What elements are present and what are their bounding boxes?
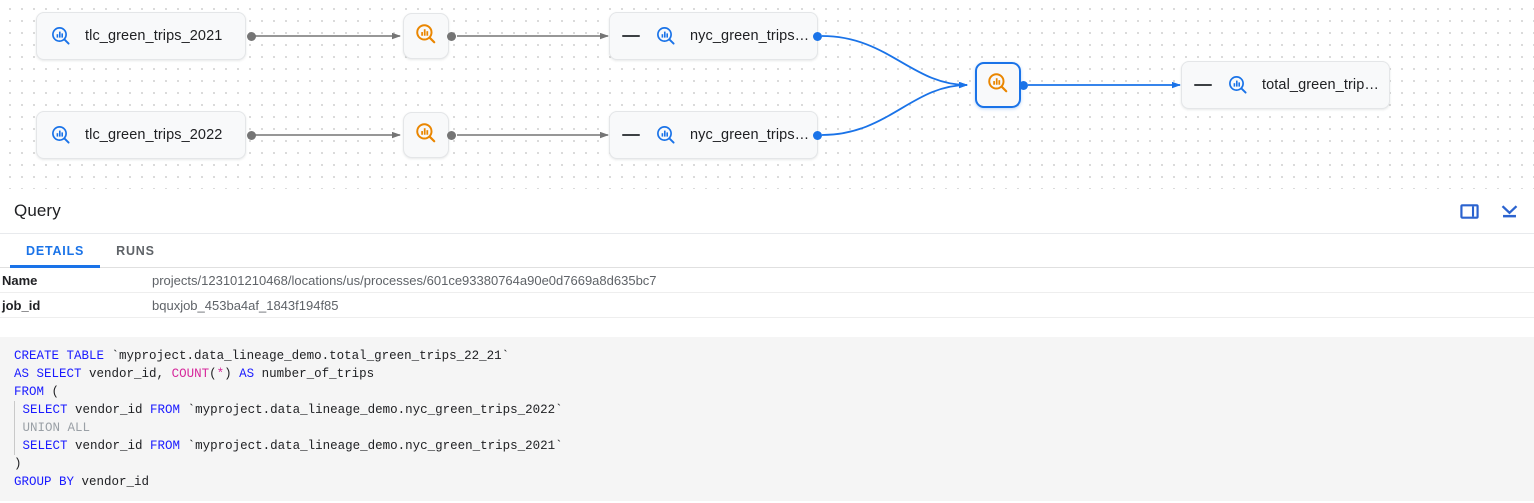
graph-node-tlc-green-trips-2022[interactable]: tlc_green_trips_2022: [36, 111, 246, 159]
graph-node-label: total_green_trip…: [1262, 77, 1379, 93]
sql-code-text: CREATE TABLE `myproject.data_lineage_dem…: [14, 349, 563, 489]
detail-key: job_id: [2, 297, 41, 313]
graph-node-label: tlc_green_trips_2022: [85, 127, 223, 143]
table-search-icon: [654, 24, 678, 48]
graph-node-total-green-trips[interactable]: total_green_trip…: [1181, 61, 1390, 109]
table-search-icon: [654, 123, 678, 147]
graph-node-label: tlc_green_trips_2021: [85, 28, 223, 44]
node-output-port[interactable]: [447, 32, 456, 41]
graph-node-process-selected[interactable]: [975, 62, 1021, 108]
detail-value: projects/123101210468/locations/us/proce…: [152, 272, 657, 288]
graph-node-label: nyc_green_trips…: [690, 127, 810, 143]
table-search-icon: [1226, 73, 1250, 97]
query-panel-header: Query: [0, 189, 1534, 234]
graph-node-tlc-green-trips-2021[interactable]: tlc_green_trips_2021: [36, 12, 246, 60]
table-search-icon: [49, 24, 73, 48]
sql-code-block[interactable]: CREATE TABLE `myproject.data_lineage_dem…: [0, 337, 1534, 501]
graph-node-process-top[interactable]: [403, 13, 449, 59]
query-panel-tabs: DETAILS RUNS: [0, 234, 1534, 268]
process-search-icon: [985, 70, 1011, 101]
graph-node-nyc-green-trips-2021[interactable]: nyc_green_trips…: [609, 12, 818, 60]
panel-title: Query: [14, 201, 61, 220]
tab-details[interactable]: DETAILS: [10, 234, 101, 268]
tab-runs[interactable]: RUNS: [116, 243, 155, 258]
collapse-dash-icon: [622, 35, 640, 37]
query-panel: Query DETAILS RUNS Name projects/1231012…: [0, 189, 1534, 501]
split-pane-icon[interactable]: [1458, 200, 1480, 222]
detail-value: bquxjob_453ba4af_1843f194f85: [152, 297, 339, 313]
node-output-port[interactable]: [813, 32, 822, 41]
graph-node-label: nyc_green_trips…: [690, 28, 810, 44]
table-row: Name projects/123101210468/locations/us/…: [0, 268, 1534, 293]
node-output-port[interactable]: [247, 32, 256, 41]
detail-key: Name: [2, 272, 38, 288]
node-output-port[interactable]: [247, 131, 256, 140]
details-table: Name projects/123101210468/locations/us/…: [0, 268, 1534, 318]
collapse-panel-icon[interactable]: [1498, 200, 1520, 222]
process-search-icon: [413, 120, 439, 151]
process-search-icon: [413, 21, 439, 52]
table-row: job_id bquxjob_453ba4af_1843f194f85: [0, 293, 1534, 318]
node-output-port[interactable]: [813, 131, 822, 140]
collapse-dash-icon: [622, 134, 640, 136]
lineage-graph-canvas[interactable]: tlc_green_trips_2021 tlc_green_trips_202…: [0, 0, 1534, 189]
node-output-port[interactable]: [1019, 81, 1028, 90]
table-search-icon: [49, 123, 73, 147]
graph-node-process-bottom[interactable]: [403, 112, 449, 158]
node-output-port[interactable]: [447, 131, 456, 140]
collapse-dash-icon: [1194, 84, 1212, 86]
panel-actions: [1458, 200, 1520, 222]
graph-node-nyc-green-trips-2022[interactable]: nyc_green_trips…: [609, 111, 818, 159]
